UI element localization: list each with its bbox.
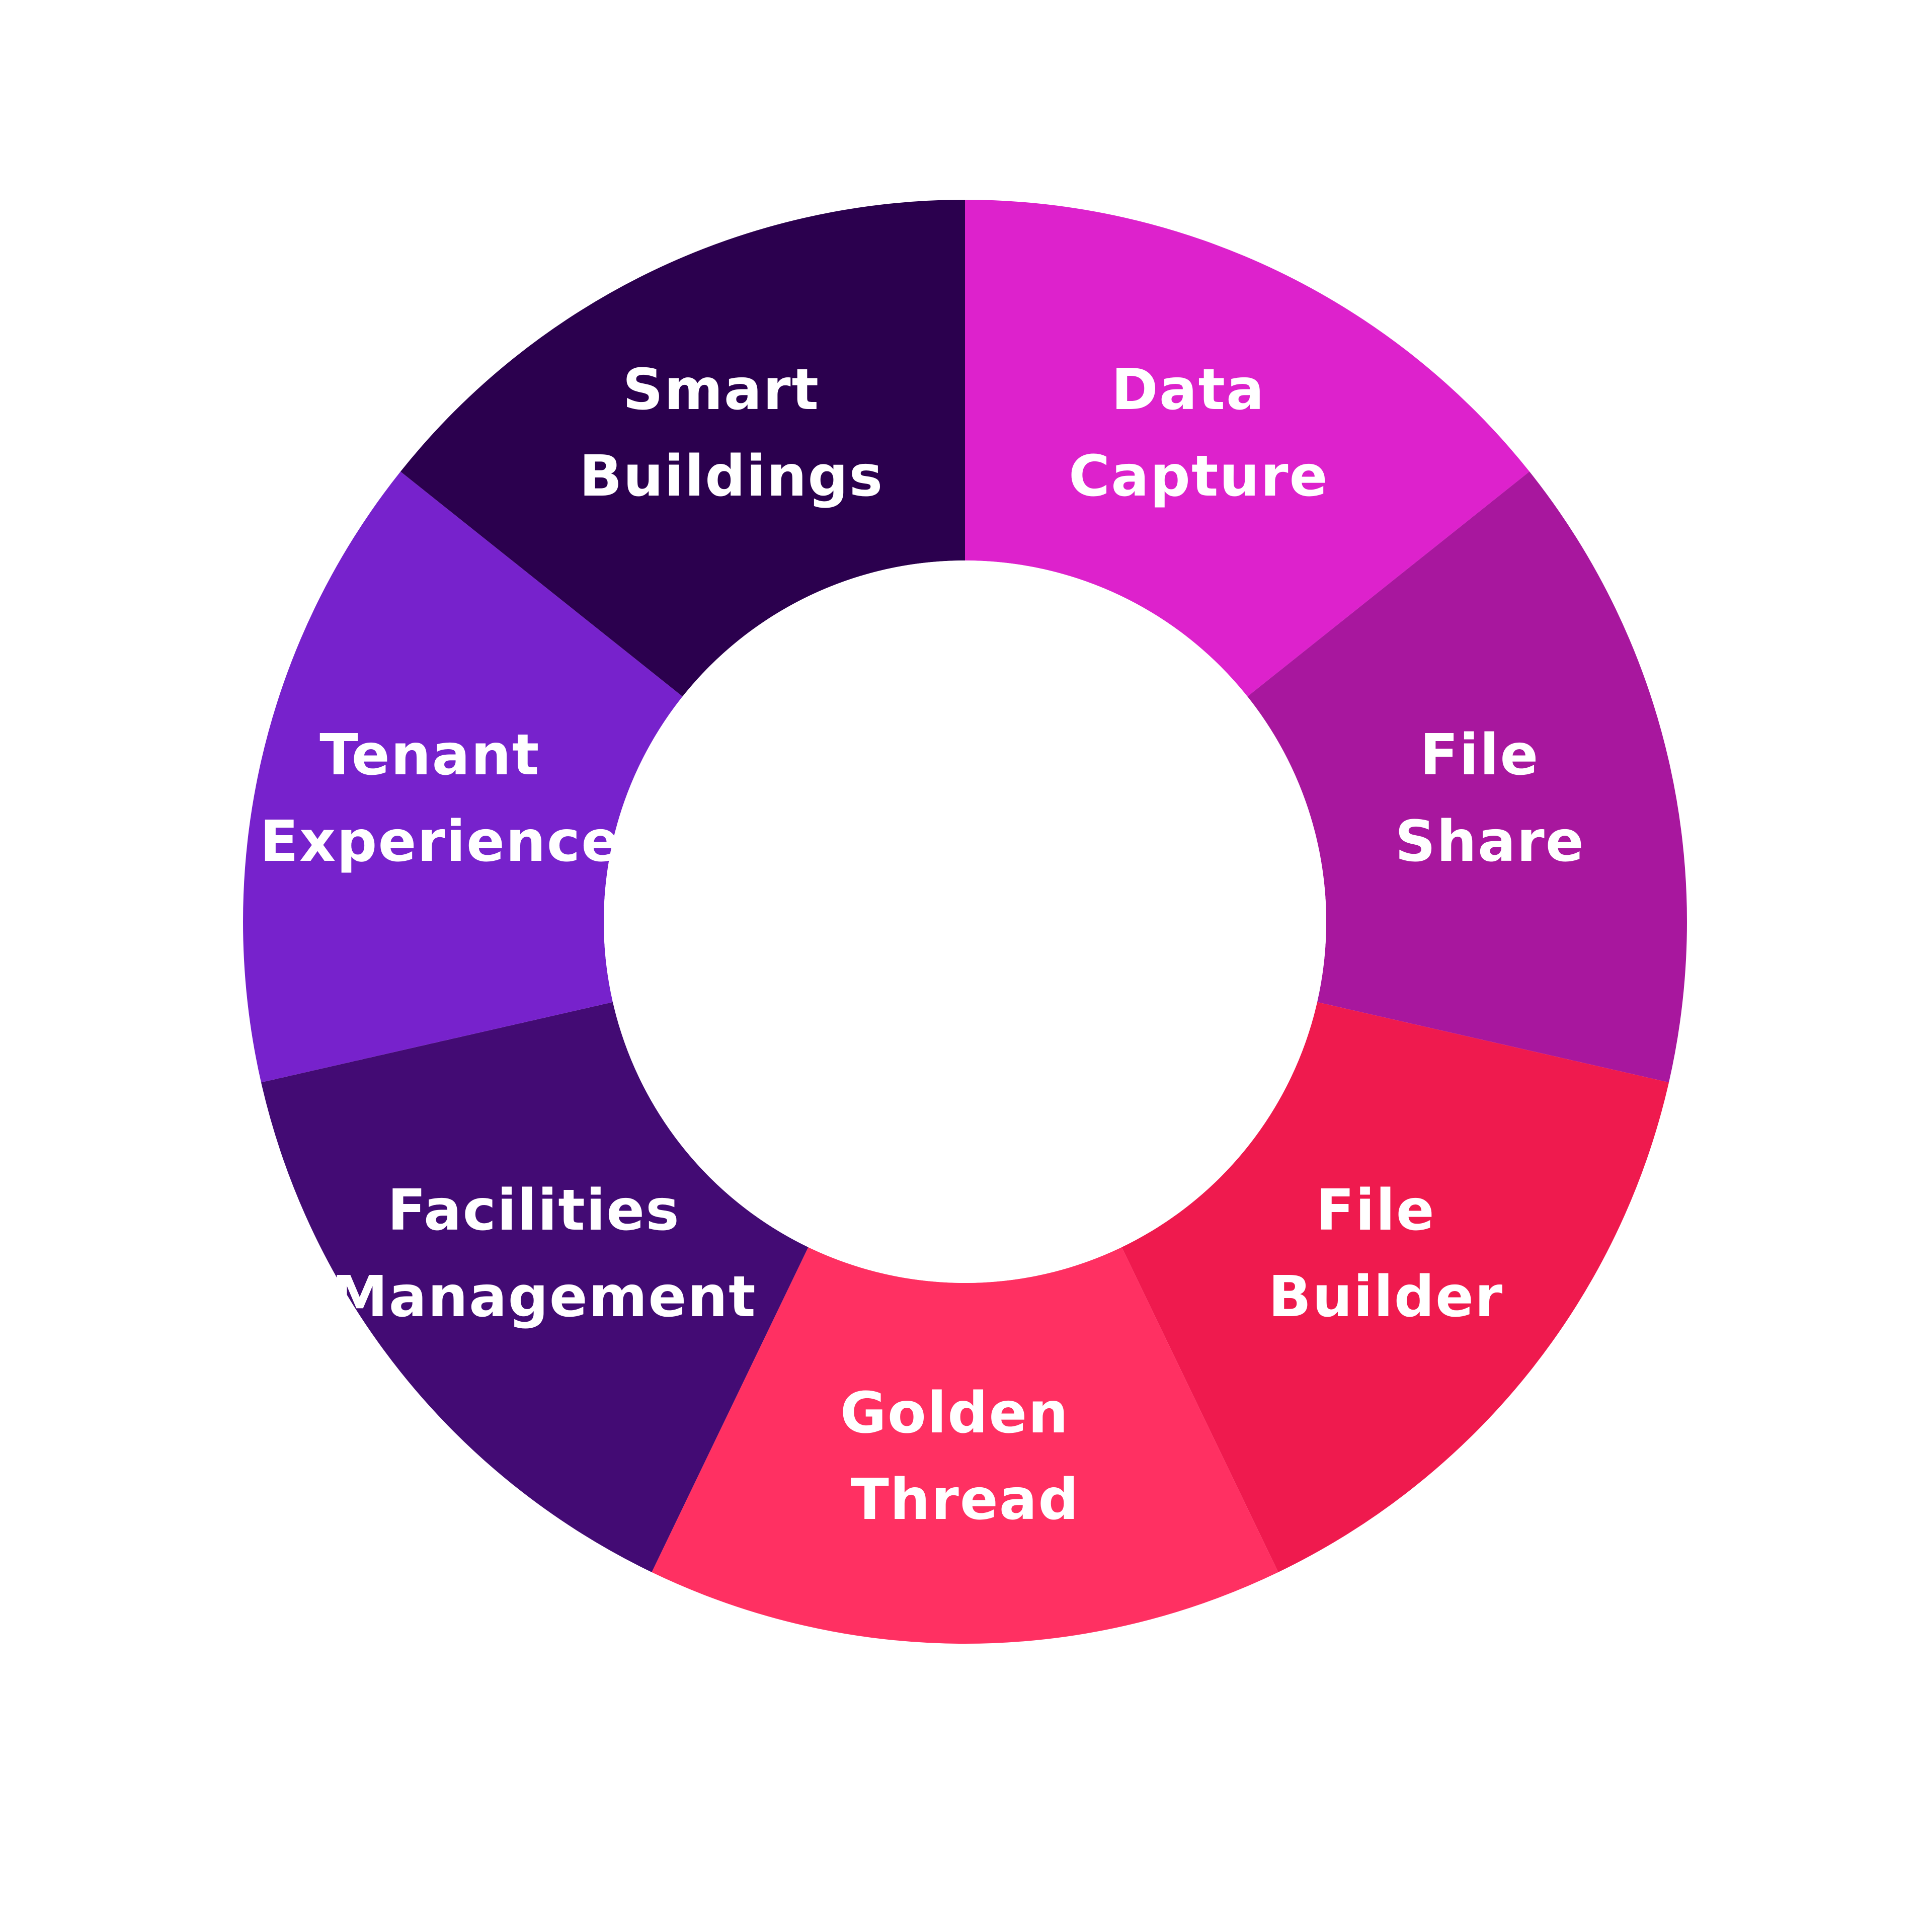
segment-smart-buildings-line-1: Smart xyxy=(622,357,820,423)
segment-facilities-management-shape xyxy=(261,1002,809,1572)
segment-facilities-management-line-2: Management xyxy=(332,1264,756,1330)
segment-data-capture-line-1: Data xyxy=(1111,357,1265,423)
segment-file-share-shape xyxy=(1247,471,1687,1083)
segment-file-builder: File Builder xyxy=(1121,1002,1669,1572)
segment-file-share-line-2: Share xyxy=(1395,809,1585,874)
segment-data-capture-shape xyxy=(965,200,1530,697)
segment-data-capture-label: Data Capture xyxy=(1069,357,1328,509)
segment-file-share-line-1: File xyxy=(1420,722,1539,788)
segment-golden-thread-shape xyxy=(652,1247,1278,1644)
segment-tenant-experience: Tenant Experience xyxy=(243,471,683,1083)
segment-facilities-management: Facilities Management xyxy=(261,1002,809,1572)
segment-data-capture-line-2: Capture xyxy=(1069,444,1328,509)
segment-golden-thread: Golden Thread xyxy=(652,1247,1278,1644)
segment-file-builder-line-1: File xyxy=(1316,1178,1435,1243)
segment-file-builder-line-2: Builder xyxy=(1268,1264,1503,1330)
segment-smart-buildings-label: Smart Buildings xyxy=(579,357,883,509)
segment-file-share-label: File Share xyxy=(1395,722,1585,874)
segment-smart-buildings: Smart Buildings xyxy=(400,200,965,697)
segment-tenant-experience-line-1: Tenant xyxy=(319,722,540,788)
segment-smart-buildings-line-2: Buildings xyxy=(579,444,883,509)
segment-facilities-management-line-1: Facilities xyxy=(387,1178,680,1243)
segment-tenant-experience-shape xyxy=(243,471,683,1083)
segment-golden-thread-label: Golden Thread xyxy=(840,1381,1090,1533)
segment-file-builder-label: File Builder xyxy=(1268,1178,1503,1330)
segment-tenant-experience-line-2: Experience xyxy=(260,809,621,874)
segment-golden-thread-line-1: Golden xyxy=(840,1381,1069,1446)
segment-golden-thread-line-2: Thread xyxy=(850,1467,1079,1533)
segment-facilities-management-label: Facilities Management xyxy=(332,1178,756,1330)
center-hole xyxy=(604,560,1326,1283)
segment-smart-buildings-shape xyxy=(400,200,965,697)
segment-tenant-experience-label: Tenant Experience xyxy=(260,722,621,874)
segment-file-builder-shape xyxy=(1121,1002,1669,1572)
segment-file-share: File Share xyxy=(1247,471,1687,1083)
segment-data-capture: Data Capture xyxy=(965,200,1530,697)
